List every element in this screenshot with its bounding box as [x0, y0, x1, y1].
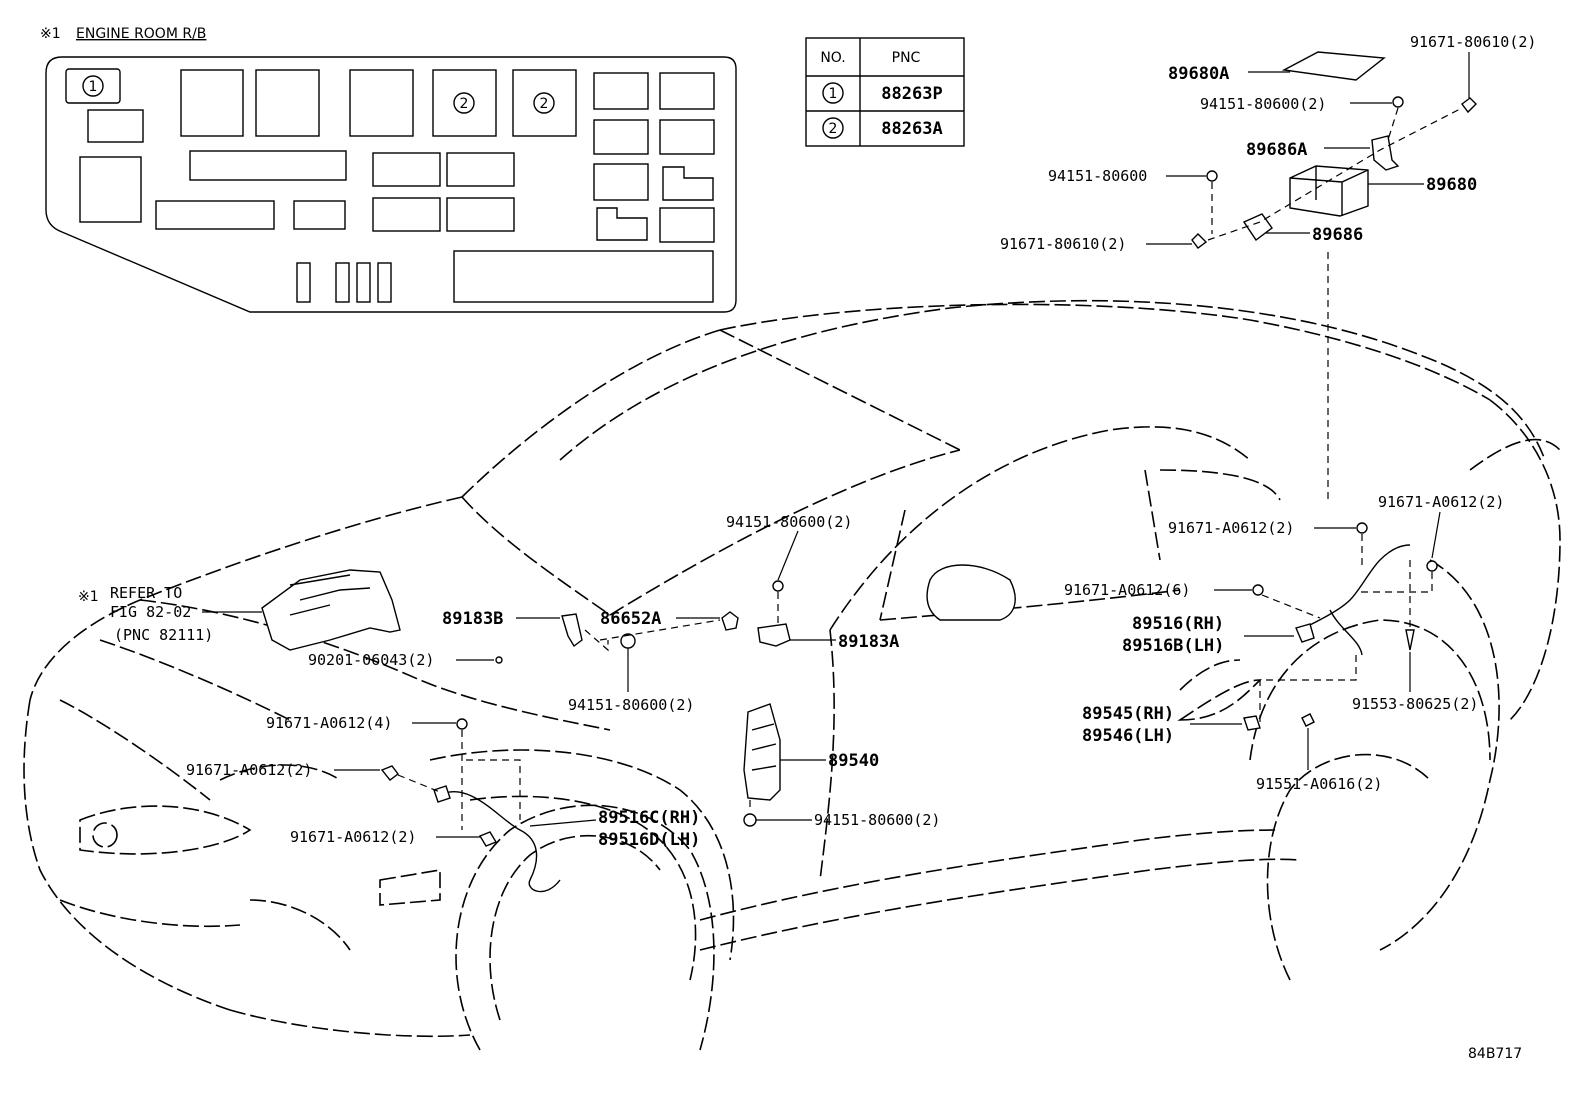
pnc-table-row-pnc: 88263A	[881, 119, 942, 139]
label-89183B: 89183B	[442, 609, 503, 629]
relay-block-slots	[65, 68, 715, 303]
label-89516: 89516(RH)	[1132, 614, 1224, 634]
relay-block-title: ENGINE ROOM R/B	[76, 26, 206, 42]
label-94151-80600-top: 94151-80600(2)	[1200, 95, 1326, 113]
label-91671-A0612-4: 91671-A0612(4)	[266, 714, 392, 732]
part-labels: 89680A 91671-80610(2) 94151-80600(2) 896…	[186, 33, 1536, 1062]
label-89545: 89545(RH)	[1082, 704, 1174, 724]
pnc-table-row-pnc: 88263P	[881, 84, 942, 104]
label-89546: 89546(LH)	[1082, 726, 1174, 746]
label-91551-A0616: 91551-A0616(2)	[1256, 775, 1382, 793]
relay-block-mark: ※1	[40, 26, 61, 42]
center-parts	[261, 569, 791, 893]
label-89183A: 89183A	[838, 632, 899, 652]
engine-room-relay-block: ※1 ENGINE ROOM R/B	[40, 26, 737, 313]
refer-note-mark: ※1	[78, 589, 99, 605]
label-91671-A0612-rear1: 91671-A0612(2)	[1168, 519, 1294, 537]
label-91671-A0612-rear2: 91671-A0612(2)	[1378, 493, 1504, 511]
label-89516C: 89516C(RH)	[598, 808, 700, 828]
relay-slot-1-number: 1	[89, 79, 98, 95]
label-94151-80600-mid: 94151-80600	[1048, 167, 1147, 185]
label-94151-80600-bottom: 94151-80600(2)	[814, 811, 940, 829]
label-91671-80610-left: 91671-80610(2)	[1000, 235, 1126, 253]
sensor-89183A	[757, 623, 791, 647]
relay-block-on-car	[261, 569, 401, 651]
yaw-rate-sensor-assembly	[1191, 51, 1477, 500]
pnc-table-row-no: 2	[829, 121, 838, 137]
car-body-outline	[23, 299, 1561, 1051]
label-91553-80625: 91553-80625(2)	[1352, 695, 1478, 713]
label-89680A: 89680A	[1168, 64, 1229, 84]
label-89686: 89686	[1312, 225, 1363, 245]
label-91671-80610-top: 91671-80610(2)	[1410, 33, 1536, 51]
rear-parts	[1243, 522, 1438, 731]
label-89516B: 89516B(LH)	[1122, 636, 1224, 656]
label-90201-06043: 90201-06043(2)	[308, 651, 434, 669]
relay-block-outline	[45, 56, 737, 313]
pnc-table-row-no: 1	[829, 86, 838, 102]
label-91671-A0612-2b: 91671-A0612(2)	[290, 828, 416, 846]
bracket-89183B	[561, 613, 583, 648]
control-unit-89540	[743, 703, 781, 801]
refer-note-line3: (PNC 82111)	[114, 626, 213, 644]
label-89540: 89540	[828, 751, 879, 771]
label-94151-80600-center: 94151-80600(2)	[726, 513, 852, 531]
sensor-cover-89680A	[1281, 51, 1386, 81]
pnc-table-header-no: NO.	[820, 50, 845, 66]
pnc-table: NO. PNC 1 88263P 2 88263A	[805, 37, 965, 147]
bracket-89686	[1242, 213, 1273, 242]
pnc-table-header-pnc: PNC	[892, 50, 921, 66]
relay-slot-2a-number: 2	[460, 96, 469, 112]
figure-code: 84B717	[1468, 1046, 1522, 1062]
label-94151-80600-lower: 94151-80600(2)	[568, 696, 694, 714]
front-speed-sensor-wire	[439, 791, 561, 893]
bracket-89686A	[1371, 135, 1400, 171]
refer-note-line1: REFER TO	[110, 584, 182, 602]
label-86652A: 86652A	[600, 609, 661, 629]
refer-note-line2: FIG 82-02	[110, 603, 191, 621]
leader-lines	[202, 52, 1470, 838]
label-89516D: 89516D(LH)	[598, 830, 700, 850]
refer-note: ※1 REFER TO FIG 82-02 (PNC 82111)	[78, 584, 213, 644]
relay-slot-2b-number: 2	[540, 96, 549, 112]
rear-speed-sensor-wire	[1299, 544, 1411, 631]
label-89680: 89680	[1426, 175, 1477, 195]
label-91671-A0612-6: 91671-A0612(6)	[1064, 581, 1190, 599]
label-91671-A0612-2a: 91671-A0612(2)	[186, 761, 312, 779]
label-89686A: 89686A	[1246, 140, 1307, 160]
